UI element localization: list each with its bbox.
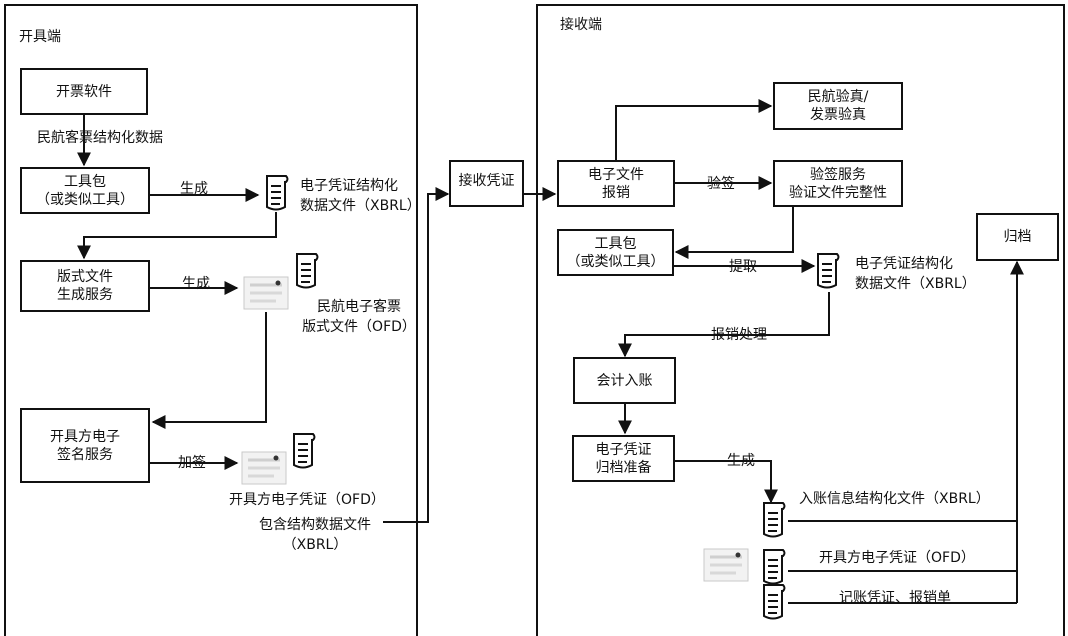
toolkit-line-2: （或类似工具） [36, 191, 134, 208]
generate-label-1: 生成 [180, 181, 208, 197]
certificate-icon [240, 450, 288, 486]
xbrl-doc-line-2: 数据文件（XBRL） [300, 198, 421, 214]
xbrl-doc-label: 电子凭证结构化 数据文件（XBRL） [300, 176, 421, 216]
arrow-xbrl-layout [77, 212, 277, 260]
certificate-icon [702, 547, 750, 583]
receiver-toolkit-line-2: （或类似工具） [566, 253, 665, 270]
ofd-doc-line-2: 版式文件（OFD） [302, 319, 416, 335]
issuer-panel-title: 开具端 [19, 29, 61, 45]
sign-service-line-1: 开具方电子 [50, 428, 120, 445]
issuer-voucher-label: 开具方电子凭证（OFD） [229, 492, 385, 508]
verify-true-line-2: 发票验真 [810, 107, 866, 123]
arrow-reimburse-verifytrue [615, 99, 773, 160]
add-sign-label: 加签 [178, 455, 206, 471]
ofd-doc-label: 民航电子客票 版式文件（OFD） [300, 297, 418, 337]
sign-service-line-2: 签名服务 [57, 446, 113, 463]
toolkit-line-1: 工具包 [64, 173, 106, 190]
receiver-panel [536, 4, 1065, 636]
archive-prep-line-2: 归档准备 [595, 459, 652, 476]
layout-service-box: 版式文件生成服务 [20, 260, 150, 312]
doc-icon [763, 502, 786, 538]
arrow-verifyservice-toolkit [674, 207, 794, 259]
verify-service-line-2: 验证文件完整性 [789, 184, 887, 201]
structured-data-label: 民航客票结构化数据 [37, 130, 163, 146]
entry-info-label: 入账信息结构化文件（XBRL） [799, 491, 990, 507]
receiver-xbrl-doc-line-2: 数据文件（XBRL） [855, 276, 976, 292]
receiver-xbrl-doc-label: 电子凭证结构化 数据文件（XBRL） [855, 254, 976, 294]
contains-xbrl-label: 包含结构数据文件 （XBRL） [250, 515, 380, 555]
receiver-generate-label: 生成 [727, 453, 755, 469]
receiver-panel-title: 接收端 [560, 17, 602, 33]
archive-prep-box: 电子凭证归档准备 [572, 435, 675, 482]
layout-service-line-2: 生成服务 [57, 287, 113, 303]
toolkit-box: 工具包（或类似工具） [20, 167, 150, 214]
verify-true-box: 民航验真/发票验真 [773, 82, 903, 130]
verify-true-line-1: 民航验真/ [807, 89, 869, 105]
receive-voucher-box: 接收凭证 [449, 160, 524, 207]
xbrl-doc-line-1: 电子凭证结构化 [300, 178, 398, 194]
receive-voucher-label: 接收凭证 [458, 173, 515, 189]
receiver-voucher-label: 开具方电子凭证（OFD） [819, 550, 975, 566]
generate-label-2: 生成 [182, 276, 210, 292]
doc-icon [817, 253, 840, 289]
contains-xbrl-line-1: 包含结构数据文件 [259, 517, 371, 533]
receiver-xbrl-doc-line-1: 电子凭证结构化 [855, 256, 953, 272]
arrow-prep-docs [674, 460, 778, 504]
sign-service-box: 开具方电子签名服务 [20, 408, 150, 483]
ofd-doc-line-1: 民航电子客票 [317, 299, 401, 315]
e-reimburse-line-2: 报销 [602, 184, 630, 201]
doc-icon [293, 433, 316, 469]
arrow-issuer-to-receive [383, 187, 450, 523]
bookkeeping-label: 记账凭证、报销单 [839, 590, 951, 606]
arrow-xbrl-accounting [618, 292, 830, 358]
archive-label: 归档 [1003, 229, 1032, 245]
doc-icon [763, 584, 786, 620]
accounting-entry-label: 会计入账 [596, 372, 653, 389]
receiver-toolkit-box: 工具包（或类似工具） [557, 229, 674, 276]
verify-service-line-1: 验签服务 [810, 166, 866, 183]
contains-xbrl-line-2: （XBRL） [282, 537, 348, 553]
doc-icon [296, 253, 319, 289]
issuer-panel [4, 4, 418, 636]
doc-icon [763, 549, 786, 585]
doc-icon [266, 175, 289, 211]
invoice-software-box: 开票软件 [20, 68, 148, 115]
invoice-software-label: 开票软件 [56, 83, 112, 100]
e-reimburse-line-1: 电子文件 [588, 166, 644, 183]
archive-prep-line-1: 电子凭证 [595, 441, 652, 458]
accounting-entry-box: 会计入账 [573, 357, 676, 404]
reimburse-process-label: 报销处理 [711, 327, 767, 343]
e-reimburse-box: 电子文件报销 [557, 160, 675, 207]
layout-service-line-1: 版式文件 [57, 269, 113, 285]
certificate-icon [242, 275, 290, 311]
archive-box: 归档 [976, 213, 1059, 261]
verify-service-box: 验签服务验证文件完整性 [773, 160, 903, 207]
extract-label: 提取 [729, 259, 757, 275]
receiver-toolkit-line-1: 工具包 [594, 235, 637, 252]
verify-sign-label: 验签 [707, 176, 735, 192]
arrow-ofd-sign [151, 312, 267, 429]
